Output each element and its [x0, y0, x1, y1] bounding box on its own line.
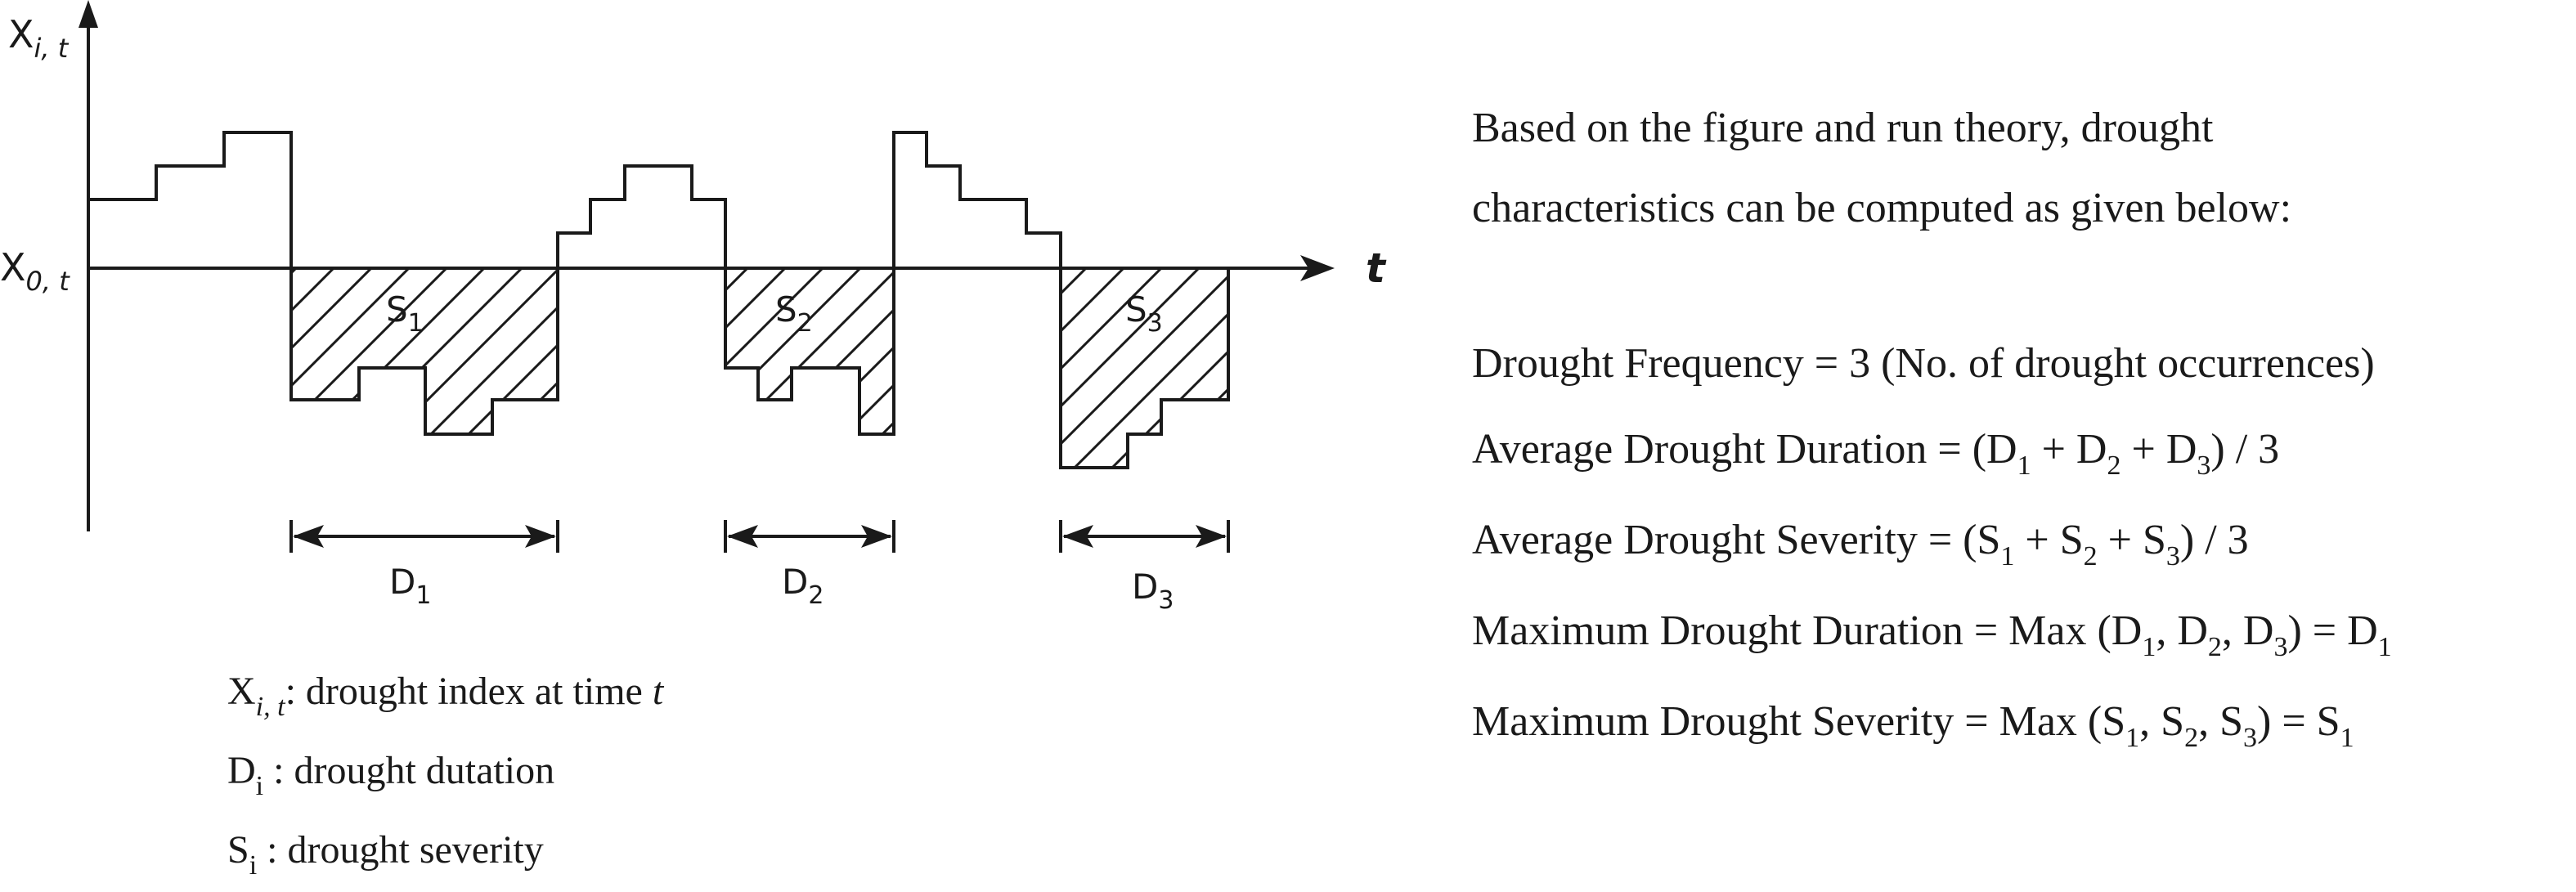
duration-label-d3: D3	[1132, 567, 1174, 615]
formula-average-duration: Average Drought Duration = (D1 + D2 + D3…	[1472, 426, 2280, 481]
legend-text: : drought severity	[257, 828, 544, 872]
duration-arrow-d1	[289, 520, 559, 553]
threshold-label: X0, t	[0, 245, 70, 297]
drought-area-s2	[725, 268, 894, 434]
legend-text-italic: t	[652, 670, 664, 713]
y-axis-arrowhead	[79, 0, 98, 28]
severity-label-s2: S2	[775, 289, 813, 338]
intro-line: Based on the figure and run theory, drou…	[1472, 105, 2214, 151]
y-axis-label: Xi, t	[8, 12, 70, 64]
legend-item-severity: Si : drought severity	[227, 813, 663, 892]
explanation-panel: Based on the figure and run theory, drou…	[1472, 88, 2392, 769]
legend-item-duration: Di : drought dutation	[227, 733, 663, 813]
run-theory-diagram: Xi, t X0, t t S1 S2 S3 D1 D2	[0, 0, 1387, 615]
legend-symbol: Si	[227, 828, 258, 881]
legend-item-index: Xi, t: drought index at time t	[227, 654, 663, 733]
formula-list: Drought Frequency = 3 (No. of drought oc…	[1472, 320, 2392, 769]
duration-label-d2: D2	[782, 562, 824, 610]
drought-area-s3	[1061, 268, 1228, 468]
legend-symbol: Di	[227, 749, 264, 801]
legend: Xi, t: drought index at time t Di : drou…	[227, 654, 663, 892]
intro-text: Based on the figure and run theory, drou…	[1472, 88, 2392, 249]
intro-line: characteristics can be computed as given…	[1472, 185, 2292, 231]
formula-maximum-duration: Maximum Drought Duration = Max (D1, D2, …	[1472, 607, 2392, 662]
legend-text: : drought dutation	[263, 749, 555, 792]
severity-label-s3: S3	[1125, 289, 1163, 338]
x-axis-label: t	[1366, 244, 1387, 292]
duration-arrow-d3	[1059, 520, 1230, 553]
legend-symbol: Xi, t	[227, 670, 285, 722]
formula-frequency: Drought Frequency = 3 (No. of drought oc…	[1472, 340, 2375, 387]
severity-label-s1: S1	[386, 289, 424, 338]
formula-average-severity: Average Drought Severity = (S1 + S2 + S3…	[1472, 517, 2249, 572]
time-axis-arrowhead	[1300, 255, 1335, 281]
duration-label-d1: D1	[389, 562, 431, 610]
legend-text: : drought index at time	[285, 670, 653, 713]
duration-arrow-d2	[724, 520, 895, 553]
drought-index-series	[88, 131, 1230, 469]
formula-maximum-severity: Maximum Drought Severity = Max (S1, S2, …	[1472, 698, 2354, 753]
